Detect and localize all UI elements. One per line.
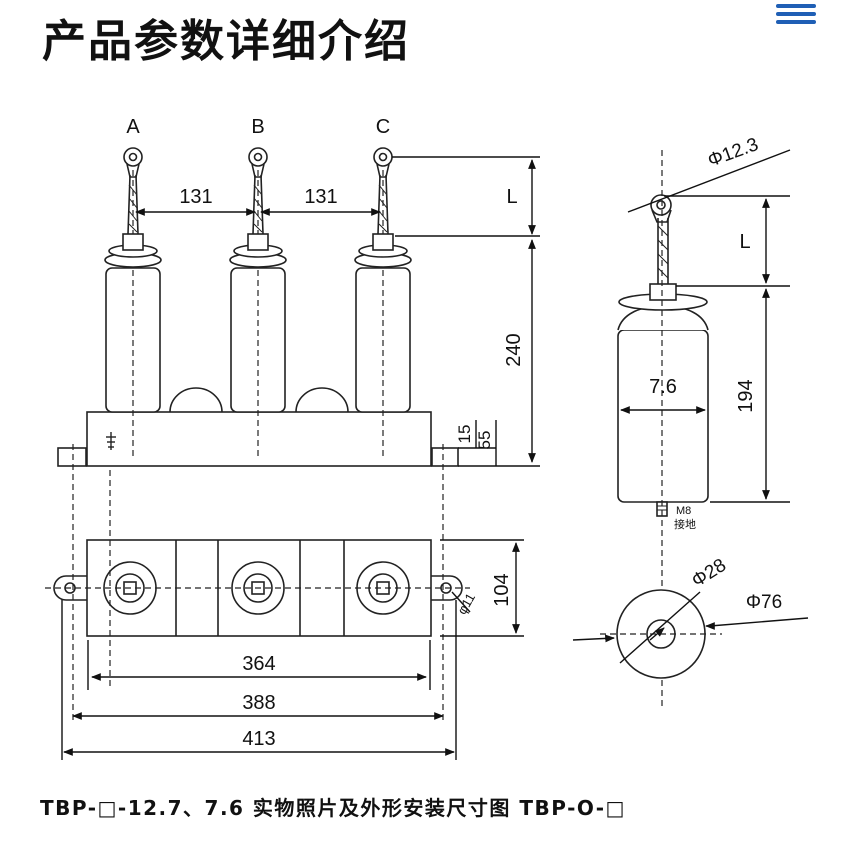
side-view — [617, 150, 709, 710]
dim-base-15: 15 — [455, 425, 474, 444]
side-dimension-lines — [620, 149, 791, 503]
plan-dimension-lines — [61, 539, 524, 760]
dim-inner-dia: Φ28 — [688, 555, 730, 592]
dim-width-413: 413 — [242, 728, 275, 750]
phase-label-b: B — [251, 116, 264, 138]
dim-depth: 104 — [491, 573, 513, 606]
ground-symbol — [106, 432, 116, 450]
side-body — [617, 329, 709, 503]
phase-a-terminal — [104, 147, 162, 268]
phase-label-a: A — [126, 116, 140, 138]
dim-body-height: 240 — [503, 333, 525, 366]
phase-label-c: C — [376, 116, 390, 138]
bottom-view — [600, 589, 722, 679]
connector-dome-1 — [169, 387, 223, 413]
dim-terminal-dia: Φ12.3 — [705, 134, 761, 172]
ground-label: 接地 — [674, 518, 696, 531]
dim-width-388: 388 — [242, 692, 275, 714]
front-dimension-lines — [135, 156, 540, 467]
connector-dome-2 — [295, 387, 349, 413]
dim-terminal-length: L — [506, 186, 517, 208]
ground-bolt-size: M8 — [676, 505, 691, 517]
dim-width-364: 364 — [242, 653, 275, 675]
dim-body-dia: 7.6 — [649, 376, 677, 398]
plan-terminal-b — [231, 561, 285, 615]
dim-hole: φ11 — [454, 591, 478, 617]
hamburger-menu-icon[interactable] — [768, 2, 824, 26]
phase-c-terminal — [354, 147, 412, 268]
plan-view — [45, 444, 470, 720]
dim-outer-dia: Φ76 — [746, 592, 782, 613]
dim-side-body-height: 194 — [735, 379, 757, 412]
base-plate — [86, 411, 432, 467]
dim-side-terminal-length: L — [739, 231, 750, 253]
figure-caption: TBP-□-12.7、7.6 实物照片及外形安装尺寸图 TBP-O-□ — [40, 796, 626, 820]
dim-spacing-bc: 131 — [304, 186, 337, 208]
dim-spacing-ab: 131 — [179, 186, 212, 208]
bottom-dimension-lines — [572, 591, 809, 664]
dim-base-55: 55 — [475, 431, 494, 450]
page-title: 产品参数详细介绍 — [42, 16, 410, 67]
phase-b-terminal — [229, 147, 287, 268]
front-view — [57, 150, 459, 467]
